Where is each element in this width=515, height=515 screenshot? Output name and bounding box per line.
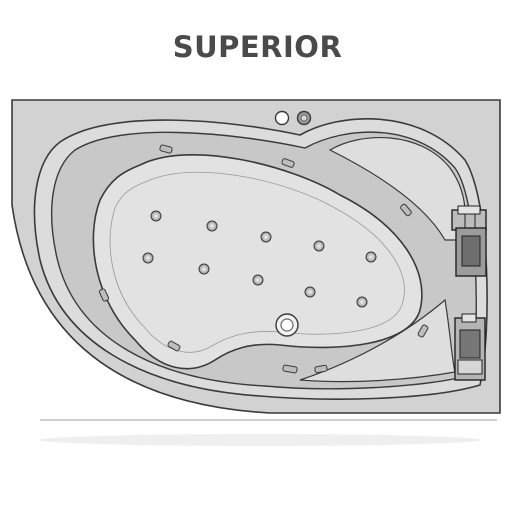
body-jet <box>260 231 272 243</box>
bench-area-lower <box>299 298 456 383</box>
control-button <box>274 110 290 126</box>
body-jets <box>142 210 377 308</box>
drain <box>275 313 299 337</box>
pump-unit <box>454 313 486 381</box>
body-jet <box>313 240 325 252</box>
controls <box>274 110 312 126</box>
floor-shadow <box>40 434 480 446</box>
body-jet <box>365 251 377 263</box>
side-jet <box>314 364 328 374</box>
side-jet <box>281 158 295 168</box>
body-jet <box>198 263 210 275</box>
side-jets <box>98 144 429 374</box>
body-jet <box>356 296 368 308</box>
seating-basin <box>92 154 423 370</box>
page-title: SUPERIOR <box>172 30 343 64</box>
pump-unit <box>451 205 487 277</box>
side-jet <box>167 340 181 352</box>
side-jet <box>417 324 429 338</box>
side-jet <box>98 288 110 302</box>
side-jet <box>159 144 173 154</box>
body-jet <box>150 210 162 222</box>
body-jet <box>252 274 264 286</box>
side-jet <box>400 203 412 217</box>
side-jet <box>282 364 298 374</box>
body-jet <box>206 220 218 232</box>
body-jet <box>304 286 316 298</box>
body-jet <box>142 252 154 264</box>
